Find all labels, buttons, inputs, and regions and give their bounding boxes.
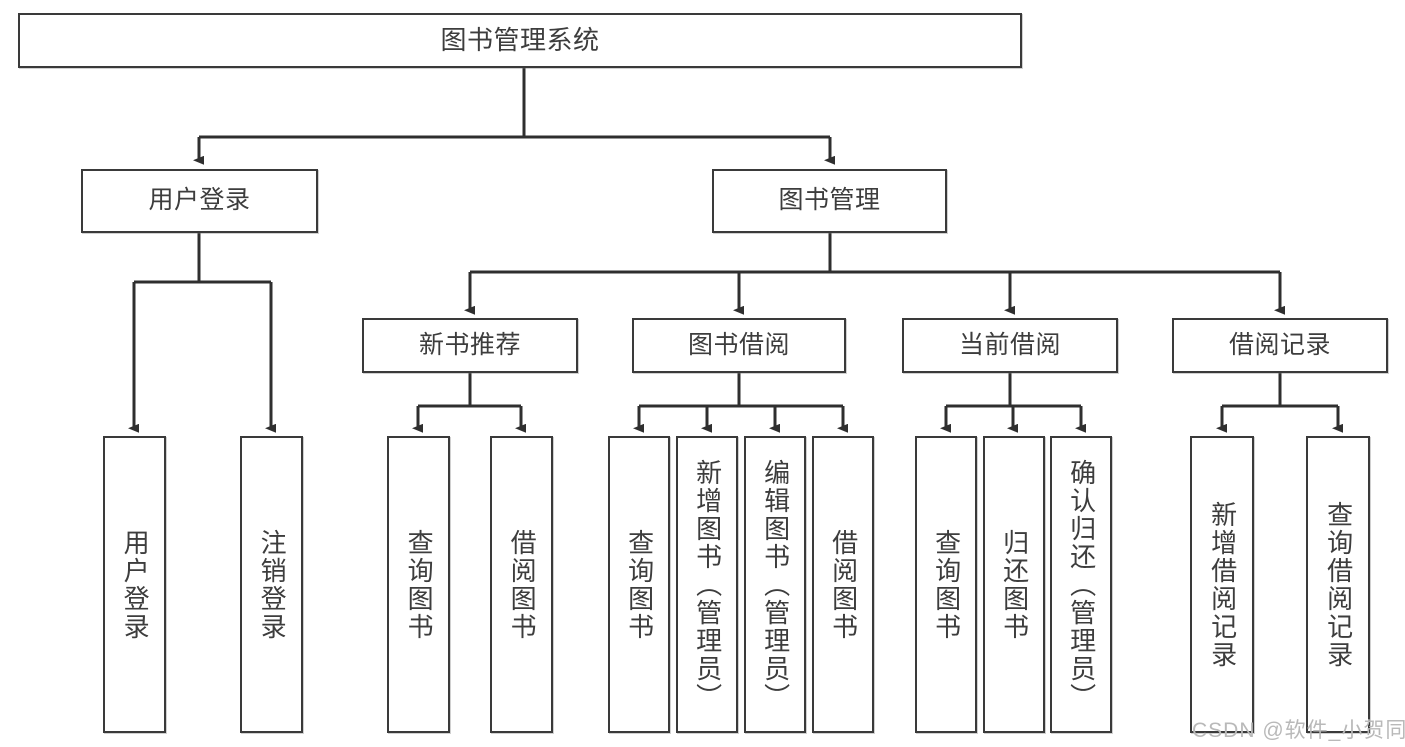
leaf-query-record[interactable]: 查询借阅记录 [1306, 436, 1370, 733]
leaf-edit-book[interactable]: 编辑图书（管理员） [744, 436, 806, 733]
leaf-query-book-2[interactable]: 查询图书 [608, 436, 670, 733]
node-book-management[interactable]: 图书管理 [712, 169, 947, 233]
leaf-add-book[interactable]: 新增图书（管理员） [676, 436, 738, 733]
node-label: 图书借阅 [687, 330, 790, 359]
node-label: 借阅图书 [507, 528, 538, 641]
leaf-confirm-return[interactable]: 确认归还（管理员） [1050, 436, 1112, 733]
leaf-add-record[interactable]: 新增借阅记录 [1190, 436, 1254, 733]
node-label: 确认归还（管理员） [1066, 458, 1097, 711]
node-label: 新书推荐 [418, 330, 521, 359]
leaf-user-login[interactable]: 用户登录 [103, 436, 166, 733]
node-label: 查询图书 [931, 528, 962, 641]
node-new-book-recommend[interactable]: 新书推荐 [362, 318, 578, 373]
leaf-borrow-book-2[interactable]: 借阅图书 [812, 436, 874, 733]
node-label: 新增借阅记录 [1207, 500, 1238, 669]
node-label: 用户登录 [148, 186, 251, 215]
node-root-book-management-system[interactable]: 图书管理系统 [18, 13, 1022, 68]
node-label: 编辑图书（管理员） [760, 458, 791, 711]
node-borrow-record[interactable]: 借阅记录 [1172, 318, 1388, 373]
leaf-query-book-3[interactable]: 查询图书 [915, 436, 977, 733]
node-label: 借阅图书 [828, 528, 859, 641]
node-current-borrow[interactable]: 当前借阅 [902, 318, 1118, 373]
node-label: 查询图书 [404, 528, 435, 641]
node-book-borrow[interactable]: 图书借阅 [632, 318, 846, 373]
csdn-watermark: CSDN @软件_小贺同学 [1192, 719, 1405, 742]
node-label: 新增图书（管理员） [692, 458, 723, 711]
node-label: 查询图书 [624, 528, 655, 641]
leaf-return-book[interactable]: 归还图书 [983, 436, 1045, 733]
node-label: 当前借阅 [958, 330, 1061, 359]
node-label: 注销登录 [257, 528, 288, 641]
node-label: 借阅记录 [1228, 330, 1331, 359]
leaf-logout-login[interactable]: 注销登录 [240, 436, 303, 733]
node-label: 图书管理 [778, 186, 881, 215]
node-label: 归还图书 [999, 528, 1030, 641]
node-label: 图书管理系统 [440, 25, 600, 56]
leaf-borrow-book-1[interactable]: 借阅图书 [490, 436, 553, 733]
node-user-login[interactable]: 用户登录 [81, 169, 318, 233]
node-label: 用户登录 [120, 528, 151, 641]
node-label: 查询借阅记录 [1323, 500, 1354, 669]
leaf-query-book-1[interactable]: 查询图书 [387, 436, 450, 733]
